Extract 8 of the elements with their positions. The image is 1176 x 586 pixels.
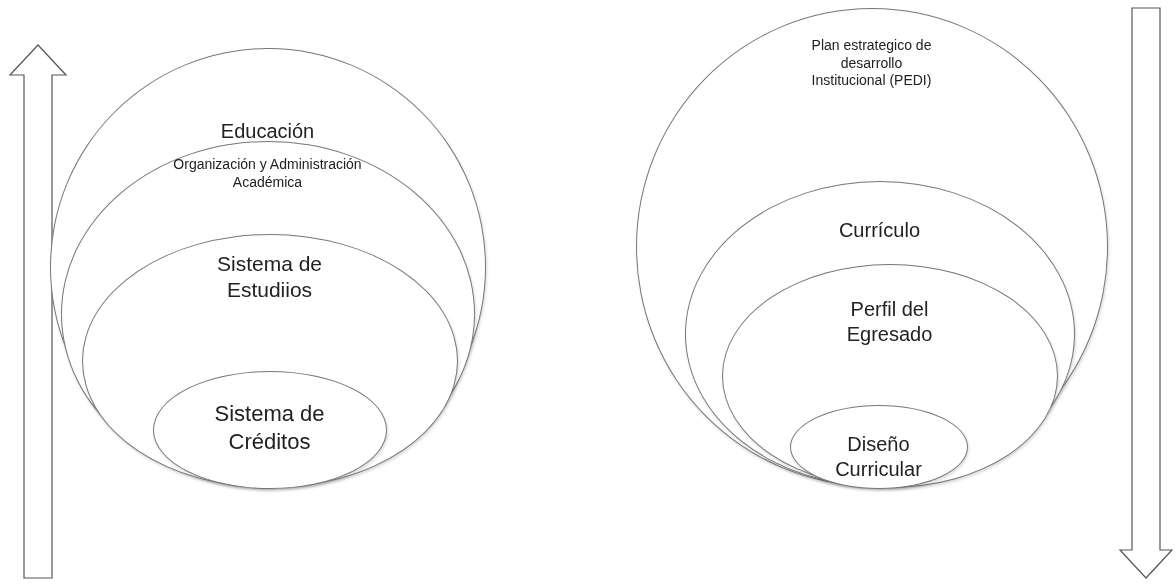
circle-label: Sistema de Estudiios bbox=[215, 251, 324, 304]
circle-label: Educación bbox=[219, 119, 316, 144]
circle-label: Sistema de Créditos bbox=[213, 400, 326, 455]
circle-label: Perfil del Egresado bbox=[845, 297, 934, 347]
circle-label: Organización y Administración Académica bbox=[172, 156, 363, 191]
circle-label: Plan estrategico de desarrollo Institucional (PEDI) bbox=[811, 37, 932, 90]
circle-label: Diseño Curricular bbox=[834, 432, 923, 482]
circle-label: Currículo bbox=[837, 218, 922, 243]
